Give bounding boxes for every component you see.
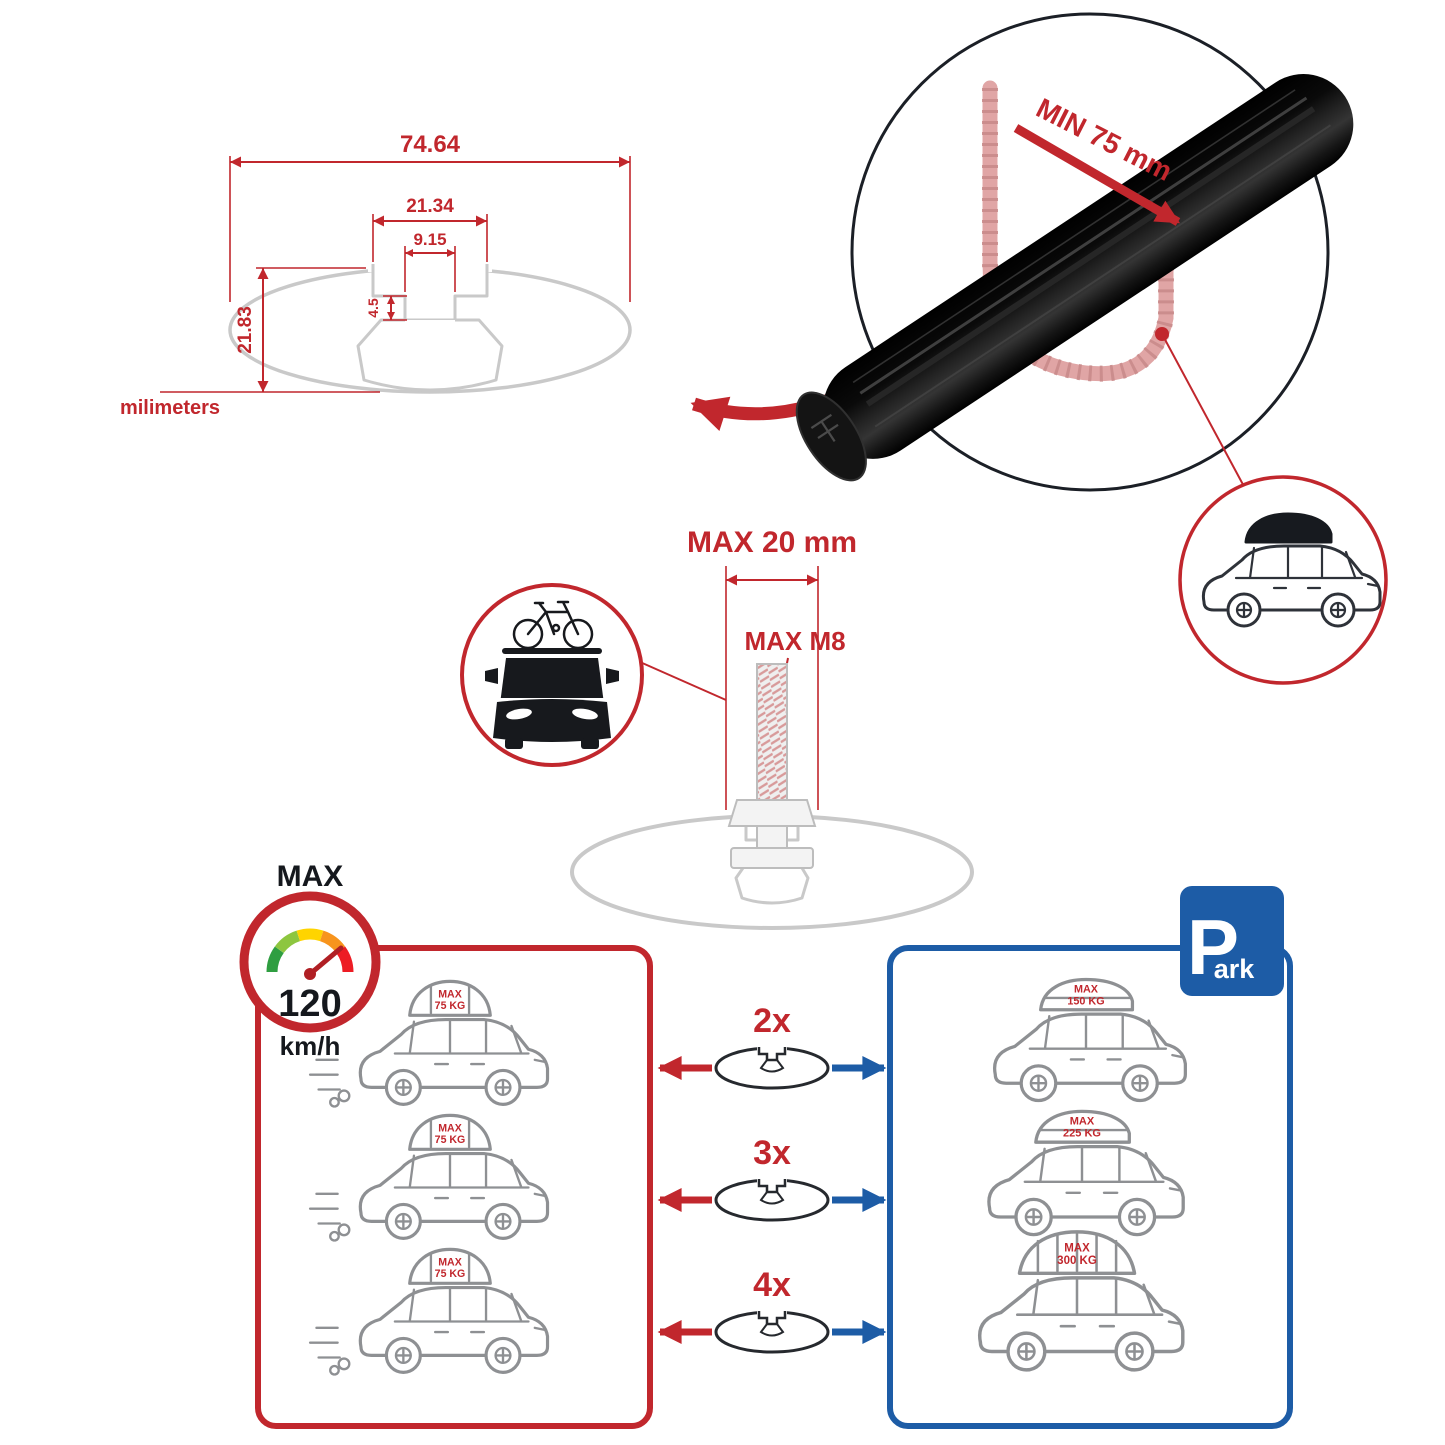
bar-count-label: 2x (753, 1002, 791, 1040)
bolt-width-ext-lines (725, 566, 819, 810)
min-clamp-width-label: MIN 75 mm (1031, 92, 1177, 187)
thumbnail-suv (1201, 512, 1382, 628)
load-capacity-comparison: P ark MAX 120 km/h 2x 3x (239, 860, 1293, 1429)
cargo-max-label: MAX (1074, 983, 1099, 995)
car-front-icon (485, 648, 619, 749)
dim-slot-inner-label: 9.15 (413, 230, 446, 249)
crossbar-section-icon (714, 1042, 830, 1090)
units-label: milimeters (120, 397, 220, 419)
cargo-weight-label: 75 KG (435, 1000, 466, 1012)
ext-lines-total-height (160, 267, 380, 393)
speed-limit-badge: MAX 120 km/h (239, 860, 381, 1061)
dim-slot-depth-label: 4.5 (365, 298, 381, 318)
headlight-right (572, 708, 598, 720)
cargo-max-label: MAX (438, 1122, 462, 1134)
bolt-profile-body (734, 856, 810, 905)
bike-leader-line (639, 661, 727, 701)
crossbar-section-icon (714, 1174, 830, 1222)
bolt-stem (756, 825, 788, 849)
thumbnail-leader-line (1161, 333, 1248, 493)
parking-suffix: ark (1214, 954, 1256, 984)
cargo-max-label: MAX (1070, 1116, 1095, 1128)
suv-roofbox-thumbnail (1178, 475, 1388, 685)
min-clamp-arrow (1013, 124, 1181, 226)
speed-units: km/h (280, 1031, 341, 1061)
t-bolt (727, 663, 817, 869)
cross-section-dimension-diagram: 74.64 21.34 9.15 4.5 21.83 milimeters (120, 131, 888, 431)
u-bolt-threads (982, 88, 1174, 382)
driving-suv-row-3: MAX 75 KG (308, 1247, 550, 1376)
cargo-max-label: MAX (438, 1256, 462, 1268)
tbolt-spec-diagram: MAX 20 mm MAX M8 (460, 526, 974, 930)
driving-suv-row-1: MAX 75 KG (308, 979, 550, 1108)
parking-letter: P (1187, 903, 1239, 991)
bar-count-label: 4x (753, 1266, 791, 1304)
max-thread-label: MAX M8 (744, 626, 845, 656)
cargo-weight-label: 75 KG (435, 1134, 466, 1146)
cargo-max-label: MAX (1064, 1242, 1090, 1254)
headlight-left (506, 708, 532, 720)
dim-slot-outer-label: 21.34 (406, 196, 454, 217)
parked-suv-row-2: MAX 225 KG (987, 1109, 1185, 1237)
crossbar-closeup: MIN 75 mm (795, 12, 1388, 685)
ext-lines-total-width (229, 156, 631, 302)
bar-count-row-2: 3x (657, 1134, 887, 1222)
bolt-threaded-shaft (756, 663, 788, 801)
bar-count-row-3: 4x (657, 1266, 887, 1354)
cargo-weight-label: 300 KG (1057, 1255, 1097, 1267)
bike-carrier-thumbnail (460, 583, 727, 767)
gauge-pivot (304, 968, 316, 980)
speed-value: 120 (278, 983, 341, 1025)
bolt-t-head (730, 847, 814, 869)
cargo-weight-label: 75 KG (435, 1268, 466, 1280)
bar-count-row-1: 2x (657, 1002, 887, 1090)
cargo-weight-label: 150 KG (1067, 995, 1104, 1007)
speed-max-label: MAX (277, 860, 344, 893)
parking-sign-plate (1180, 886, 1284, 996)
bolt-flange (727, 799, 817, 827)
driving-suv-row-2: MAX 75 KG (308, 1113, 550, 1242)
parking-sign: P ark (1180, 886, 1284, 996)
crossbar-section-icon (714, 1306, 830, 1354)
dim-total-height-label: 21.83 (235, 306, 256, 354)
roof-box-icon (1244, 512, 1333, 544)
parked-suv-row-3: MAX 300 KG (977, 1230, 1185, 1372)
gauge-needle (307, 945, 344, 977)
profile-body (356, 318, 504, 392)
max-bolt-width-label: MAX 20 mm (687, 526, 857, 559)
crossbar-3d (795, 74, 1354, 482)
closeup-circle (850, 12, 1330, 492)
cargo-weight-label: 225 KG (1063, 1128, 1101, 1140)
cargo-max-label: MAX (438, 988, 462, 1000)
bar-count-label: 3x (753, 1134, 791, 1172)
bicycle-icon (512, 600, 594, 650)
parked-suv-row-1: MAX 150 KG (992, 977, 1187, 1103)
speedometer-circle (239, 891, 381, 1033)
dim-total-width-label: 74.64 (400, 131, 461, 158)
